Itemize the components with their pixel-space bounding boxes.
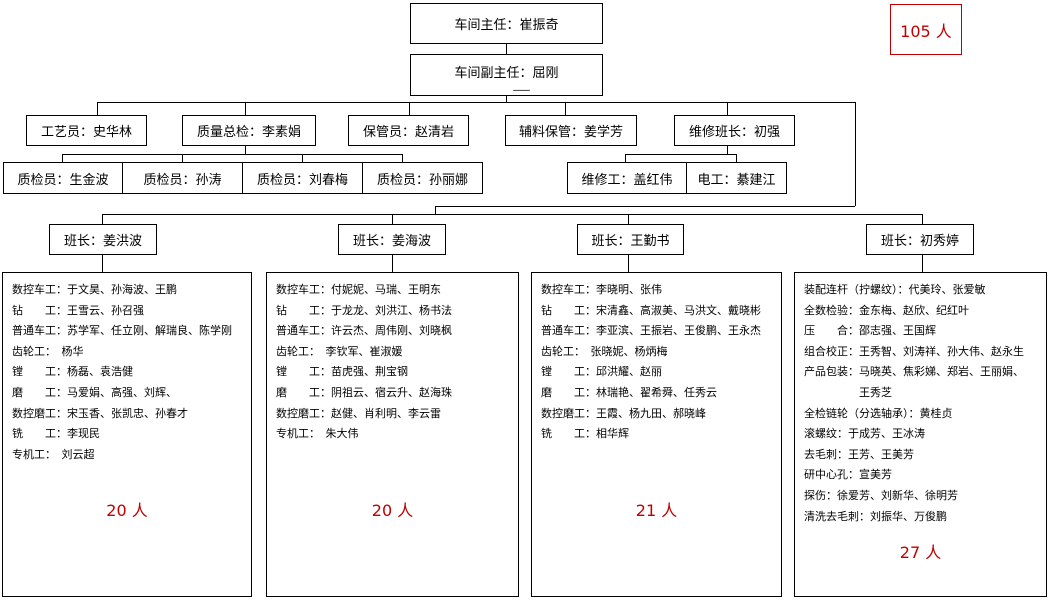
- member-row: 镗 工：苗虎强、荆宝钢: [276, 365, 408, 379]
- member-row: 齿轮工： 张晓妮、杨炳梅: [541, 344, 668, 358]
- connector: [922, 214, 923, 224]
- team-members-box: 装配连杆（拧螺纹）：代美玲、张爱敏 全数检验：金东梅、赵欣、纪红叶 压 合：邵志…: [794, 272, 1047, 597]
- connector: [855, 102, 856, 206]
- member-row: 钻 工：于龙龙、刘洪江、杨书法: [276, 303, 452, 317]
- connector: [62, 154, 403, 155]
- member-row: 探伤：徐爱芳、刘新华、徐明芳: [804, 488, 958, 502]
- member-row: 铣 工：相华辉: [541, 427, 629, 441]
- connector: [565, 102, 566, 116]
- connector: [392, 214, 393, 224]
- director-box: 车间主任：崔振奇: [410, 3, 603, 44]
- connector: [102, 254, 103, 272]
- craft-engineer-box: 工艺员：史华林: [26, 115, 147, 146]
- team-leader-box: 班长：姜海波: [338, 224, 446, 255]
- inspector-box: 质检员：刘春梅: [242, 162, 363, 194]
- member-row: 全数检验：金东梅、赵欣、纪红叶: [804, 303, 969, 317]
- member-row: 数控车工：付妮妮、马瑞、王明东: [276, 283, 441, 296]
- member-row: 镗 工：邱洪耀、赵丽: [541, 365, 662, 379]
- maintenance-lead-box: 维修班长：初强: [674, 115, 795, 146]
- member-row: 全检链轮（分选轴承）：黄桂贞: [804, 406, 953, 420]
- connector: [625, 154, 737, 155]
- team-members-box: 数控车工：付妮妮、马瑞、王明东 钻 工：于龙龙、刘洪江、杨书法 普通车工：许云杰…: [266, 272, 519, 597]
- team-leader-box: 班长：王勤书: [577, 224, 684, 255]
- team-members-list: 数控车工：李晓明、张伟 钻 工：宋清鑫、高淑美、马洪文、戴晓彬 普通车工：李亚滨…: [541, 280, 761, 445]
- member-row: 数控车工：李晓明、张伟: [541, 283, 662, 296]
- connector: [506, 95, 507, 103]
- member-row: 磨 工：林瑞艳、翟希舜、任秀云: [541, 385, 717, 399]
- member-row: 王秀芝: [804, 385, 892, 399]
- member-row: 钻 工：王雪云、孙召强: [12, 303, 144, 317]
- member-row: 压 合：邵志强、王国辉: [804, 324, 936, 338]
- member-row: 数控车工：于文昊、孙海波、王鹏: [12, 283, 177, 296]
- team-count: 27 人: [899, 543, 942, 562]
- team-members-list: 装配连杆（拧螺纹）：代美玲、张爱敏 全数检验：金东梅、赵欣、纪红叶 压 合：邵志…: [804, 280, 1024, 527]
- connector: [102, 214, 923, 215]
- connector: [182, 154, 183, 162]
- inspector-box: 质检员：孙涛: [122, 162, 243, 194]
- member-row: 普通车工：许云杰、周伟刚、刘晓枫: [276, 324, 452, 338]
- member-row: 研中心孔：宣美芳: [804, 468, 892, 482]
- connector: [727, 146, 728, 154]
- member-row: 齿轮工： 杨华: [12, 344, 84, 358]
- connector: [625, 154, 626, 162]
- connector: [736, 154, 737, 162]
- storekeeper-box: 保管员：赵清岩: [348, 115, 469, 146]
- aux-material-keeper-box: 辅料保管：姜学芳: [505, 115, 637, 146]
- connector: [922, 254, 923, 272]
- team-count: 20 人: [371, 501, 414, 520]
- member-row: 钻 工：宋清鑫、高淑美、马洪文、戴晓彬: [541, 303, 761, 317]
- connector: [402, 154, 403, 162]
- member-row: 专机工： 朱大伟: [276, 427, 359, 441]
- connector: [245, 146, 246, 154]
- total-count-box: 105 人: [890, 4, 962, 55]
- member-row: 装配连杆（拧螺纹）：代美玲、张爱敏: [804, 283, 986, 296]
- connector: [628, 214, 629, 224]
- team-members-box: 数控车工：李晓明、张伟 钻 工：宋清鑫、高淑美、马洪文、戴晓彬 普通车工：李亚滨…: [531, 272, 782, 597]
- deputy-director-box: 车间副主任：屈刚 ___: [410, 54, 603, 96]
- electrician-box: 电工：綦建江: [686, 162, 787, 194]
- connector: [245, 102, 246, 116]
- member-row: 数控磨工：赵健、肖利明、李云雷: [276, 406, 441, 420]
- team-count: 21 人: [635, 501, 678, 520]
- member-row: 滚螺纹：于成芳、王冰涛: [804, 427, 925, 441]
- member-row: 去毛刺：王芳、王美芳: [804, 447, 914, 461]
- connector: [628, 254, 629, 272]
- inspector-box: 质检员：孙丽娜: [362, 162, 483, 194]
- connector: [435, 206, 436, 214]
- team-leader-box: 班长：姜洪波: [49, 224, 157, 255]
- member-row: 数控磨工：宋玉香、张凯忠、孙春才: [12, 406, 188, 420]
- connector: [302, 154, 303, 162]
- connector: [62, 154, 63, 162]
- member-row: 磨 工：马爱娟、高强、刘辉、: [12, 385, 177, 399]
- member-row: 产品包装：马晓英、焦彩娣、郑岩、王丽娟、: [804, 365, 1024, 379]
- member-row: 普通车工：李亚滨、王振岩、王俊鹏、王永杰: [541, 324, 761, 338]
- member-row: 普通车工：苏学军、任立刚、解瑞良、陈学刚: [12, 324, 232, 338]
- connector: [392, 254, 393, 272]
- inspector-box: 质检员：生金波: [3, 162, 123, 194]
- team-members-list: 数控车工：付妮妮、马瑞、王明东 钻 工：于龙龙、刘洪江、杨书法 普通车工：许云杰…: [276, 280, 452, 445]
- connector: [97, 102, 855, 103]
- member-row: 齿轮工： 李钦军、崔淑媛: [276, 344, 403, 358]
- deputy-director-label: 车间副主任：屈刚: [454, 65, 559, 81]
- connector: [409, 102, 410, 116]
- team-leader-box: 班长：初秀婷: [866, 224, 974, 255]
- member-row: 铣 工：李现民: [12, 427, 100, 441]
- connector: [506, 43, 507, 55]
- deputy-director-underline: ___: [513, 77, 530, 91]
- connector: [727, 102, 728, 116]
- connector: [97, 102, 98, 116]
- team-members-list: 数控车工：于文昊、孙海波、王鹏 钻 工：王雪云、孙召强 普通车工：苏学军、任立刚…: [12, 280, 232, 465]
- member-row: 专机工： 刘云超: [12, 447, 95, 461]
- quality-chief-box: 质量总检：李素娟: [182, 115, 316, 146]
- connector: [102, 214, 103, 224]
- member-row: 组合校正：王秀智、刘涛祥、孙大伟、赵永生: [804, 344, 1024, 358]
- team-members-box: 数控车工：于文昊、孙海波、王鹏 钻 工：王雪云、孙召强 普通车工：苏学军、任立刚…: [2, 272, 252, 597]
- team-count: 20 人: [106, 501, 148, 520]
- maintenance-worker-box: 维修工：盖红伟: [567, 162, 687, 194]
- connector: [435, 206, 855, 207]
- member-row: 清洗去毛刺：刘振华、万俊鹏: [804, 509, 947, 523]
- member-row: 镗 工：杨磊、袁浩健: [12, 365, 133, 379]
- member-row: 数控磨工：王霞、杨九田、郝晓峰: [541, 406, 706, 420]
- member-row: 磨 工：阴祖云、宿云升、赵海珠: [276, 385, 452, 399]
